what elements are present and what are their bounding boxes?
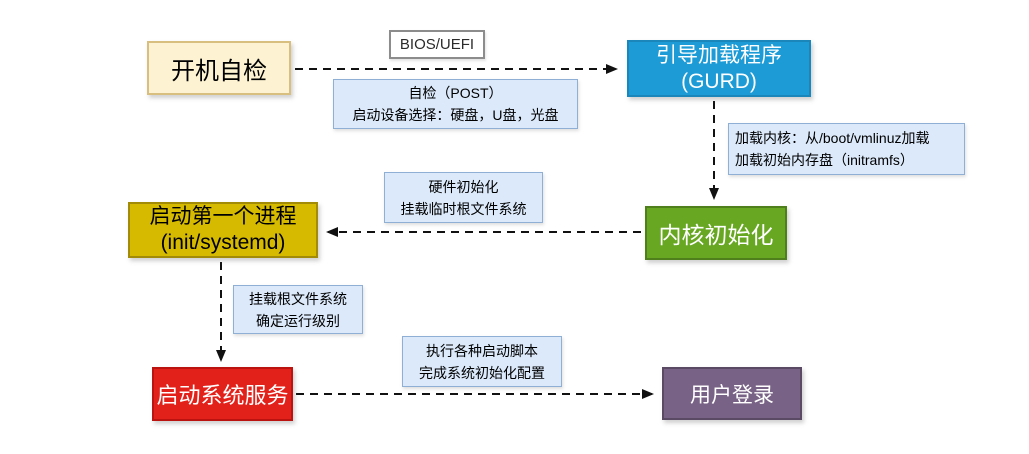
note-kernel-load: 加载内核：从/boot/vmlinuz加载 加载初始内存盘（initramfs） bbox=[728, 123, 965, 175]
node-kernel-init-label: 内核初始化 bbox=[658, 222, 774, 248]
note-startup-scripts: 执行各种启动脚本 完成系统初始化配置 bbox=[402, 336, 562, 387]
node-power-on-self-test-label: 开机自检 bbox=[171, 57, 267, 85]
node-start-system-services-label: 启动系统服务 bbox=[156, 383, 289, 408]
note-hardware-init-line1: 硬件初始化 bbox=[428, 178, 499, 195]
note-kernel-load-line1: 加载内核：从/boot/vmlinuz加载 bbox=[735, 130, 930, 146]
label-bios-uefi-text: BIOS/UEFI bbox=[399, 36, 475, 53]
node-first-process-init-systemd: 启动第一个进程 (init/systemd) bbox=[128, 202, 318, 258]
node-bootloader-gurd: 引导加载程序 (GURD) bbox=[627, 40, 811, 97]
note-post-line2: 启动设备选择：硬盘，U盘，光盘 bbox=[352, 107, 559, 123]
note-startup-scripts-line1: 执行各种启动脚本 bbox=[426, 342, 538, 359]
node-power-on-self-test: 开机自检 bbox=[147, 41, 291, 95]
note-mount-rootfs: 挂载根文件系统 确定运行级别 bbox=[233, 285, 363, 334]
node-user-login: 用户登录 bbox=[662, 367, 802, 420]
node-start-system-services: 启动系统服务 bbox=[152, 367, 293, 421]
node-kernel-init: 内核初始化 bbox=[645, 206, 787, 260]
node-first-process-line1: 启动第一个进程 bbox=[149, 205, 297, 228]
note-hardware-init-line2: 挂载临时根文件系统 bbox=[400, 200, 527, 217]
note-post-line1: 自检（POST） bbox=[408, 85, 503, 101]
label-bios-uefi: BIOS/UEFI bbox=[389, 30, 485, 59]
note-post-device-select: 自检（POST） 启动设备选择：硬盘，U盘，光盘 bbox=[333, 79, 578, 129]
node-bootloader-line1: 引导加载程序 bbox=[656, 43, 782, 67]
note-mount-rootfs-line1: 挂载根文件系统 bbox=[249, 290, 347, 307]
node-bootloader-line2: (GURD) bbox=[681, 69, 757, 93]
note-mount-rootfs-line2: 确定运行级别 bbox=[256, 312, 340, 329]
note-kernel-load-line2: 加载初始内存盘（initramfs） bbox=[735, 152, 914, 168]
note-startup-scripts-line2: 完成系统初始化配置 bbox=[419, 364, 545, 381]
node-user-login-label: 用户登录 bbox=[690, 383, 774, 407]
note-hardware-init: 硬件初始化 挂载临时根文件系统 bbox=[384, 172, 543, 223]
node-first-process-line2: (init/systemd) bbox=[160, 231, 286, 254]
